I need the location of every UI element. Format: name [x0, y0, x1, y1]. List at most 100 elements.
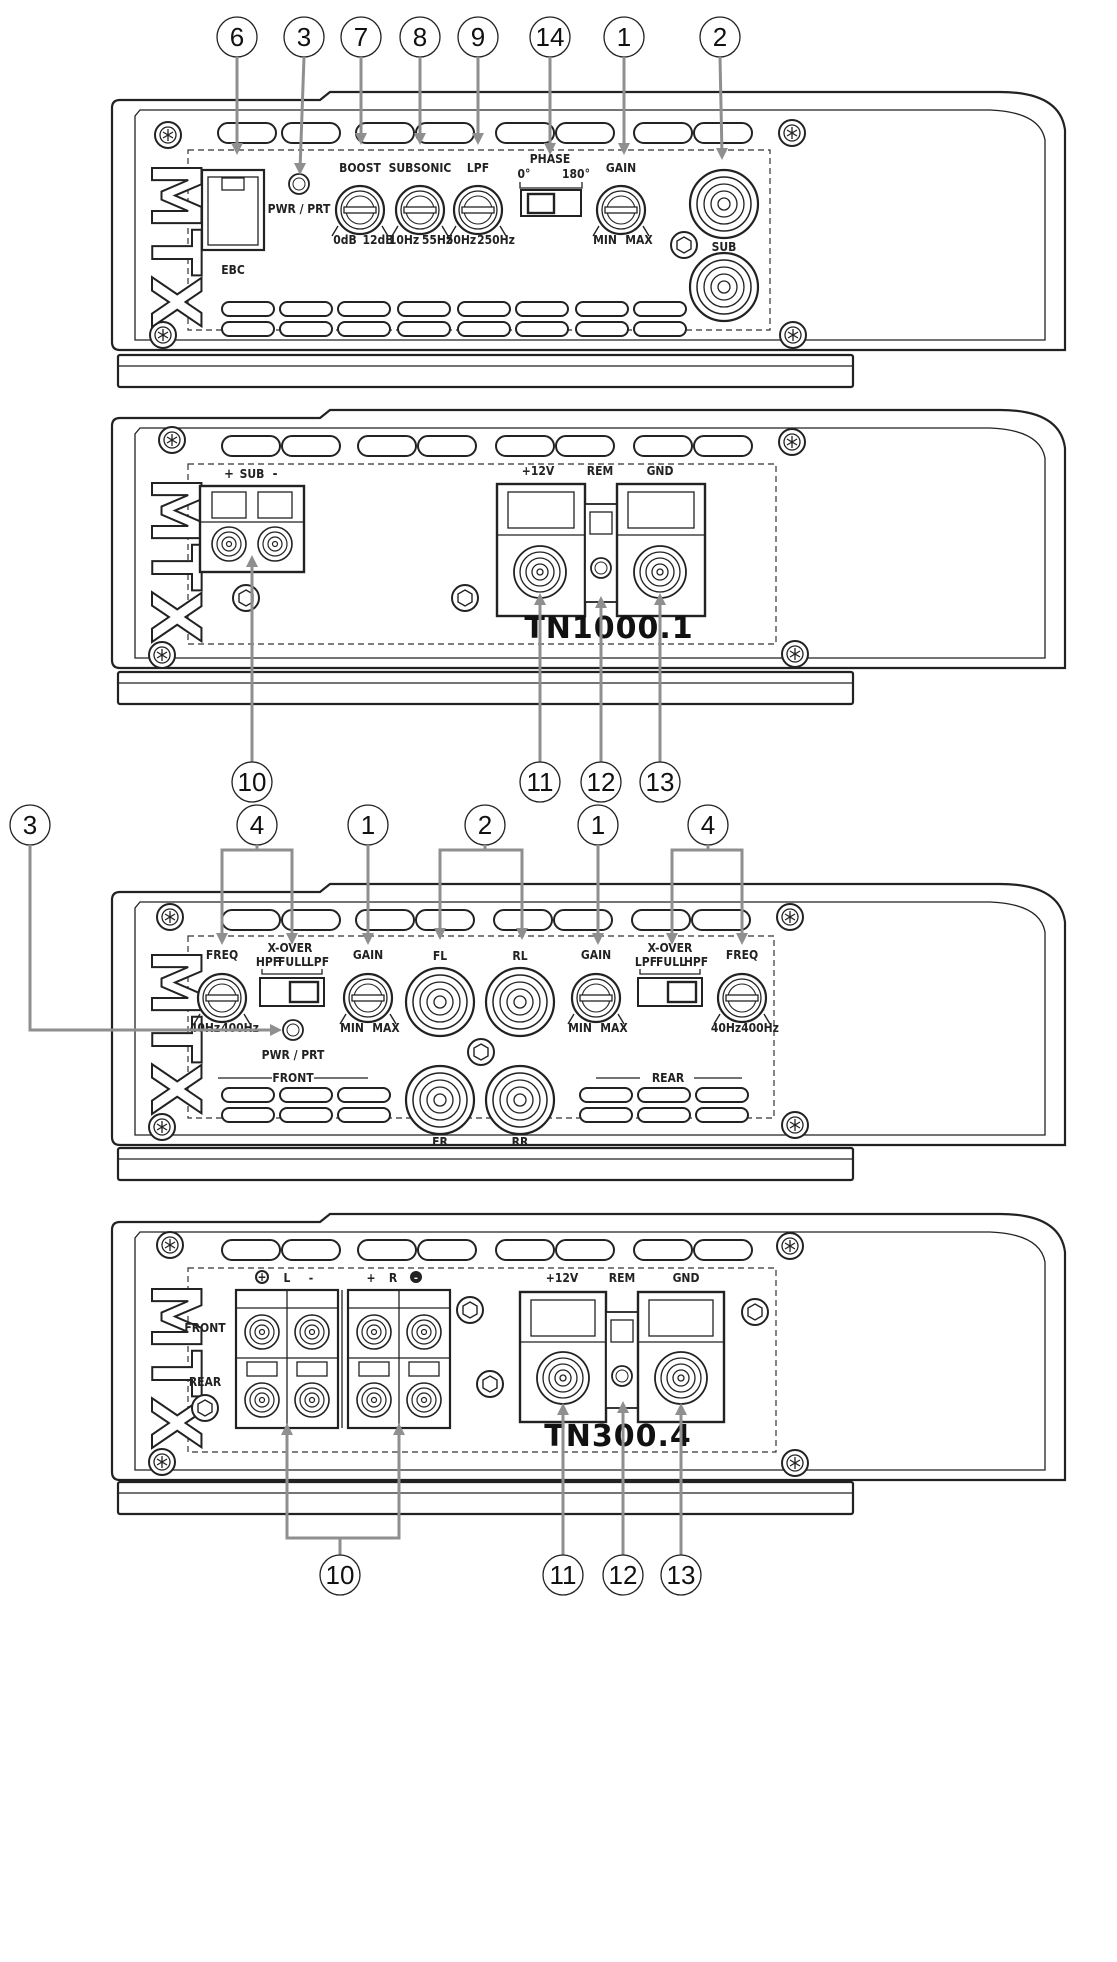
svg-text:HPF: HPF — [256, 955, 280, 969]
svg-text:FRONT: FRONT — [272, 1071, 314, 1085]
vent-slots-left-p3 — [221, 1087, 391, 1123]
svg-text:R: R — [389, 1271, 398, 1285]
svg-text:11: 11 — [527, 767, 554, 797]
svg-text:+: + — [257, 1270, 266, 1284]
svg-text:GAIN: GAIN — [353, 948, 383, 962]
callout-arrows-p4 — [281, 1401, 687, 1555]
pwr-prt-led: PWR / PRT — [268, 173, 331, 216]
svg-text:180°: 180° — [562, 167, 590, 181]
svg-text:12: 12 — [609, 1560, 638, 1590]
svg-text:13: 13 — [646, 767, 675, 797]
svg-text:10: 10 — [238, 767, 267, 797]
svg-text:PHASE: PHASE — [530, 152, 570, 166]
model-label-tn300: TN300.4 — [544, 1419, 691, 1454]
xover-switch-right: X-OVER LPF FULL HPF — [635, 941, 708, 1007]
ebc-label: EBC — [221, 263, 245, 277]
vent-slots-top-p4 — [221, 1239, 753, 1261]
svg-text:MAX: MAX — [625, 233, 653, 247]
vent-slots-top-p2 — [221, 435, 753, 457]
svg-text:LPF: LPF — [635, 955, 657, 969]
svg-text:10: 10 — [326, 1560, 355, 1590]
callout-6: 6 — [230, 22, 244, 52]
panel-tn1000-front: 6 3 7 8 9 14 1 2 — [110, 16, 1067, 389]
svg-text:1: 1 — [361, 810, 375, 840]
callout-14: 14 — [536, 22, 565, 52]
vent-slots-top-p1 — [217, 122, 753, 144]
sub-rca-inputs: SUB — [688, 168, 760, 323]
svg-text:+: + — [366, 1271, 375, 1285]
boost-knob: BOOST 0dB 12dB — [330, 161, 394, 247]
svg-text:FULL: FULL — [656, 955, 686, 969]
rca-inputs-4ch: FL RL FR RR — [404, 949, 556, 1149]
svg-text:SUB: SUB — [240, 467, 265, 481]
svg-text:RR: RR — [512, 1135, 529, 1149]
gain-knob-left: GAIN MIN MAX — [338, 948, 400, 1035]
svg-text:0°: 0° — [518, 167, 531, 181]
power-terminal-block-p2: +12V REM GND — [495, 464, 707, 618]
svg-text:X-OVER: X-OVER — [268, 941, 313, 955]
svg-text:12dB: 12dB — [363, 233, 394, 247]
svg-text:40Hz: 40Hz — [190, 1021, 220, 1035]
power-terminal-block-p4: +12V REM GND — [518, 1271, 726, 1424]
callout-2: 2 — [713, 22, 727, 52]
callout-row-p1: 6 3 7 8 9 14 1 2 — [216, 16, 741, 58]
svg-text:GND: GND — [647, 464, 674, 478]
phase-switch: PHASE 0° 180° — [518, 152, 590, 217]
svg-text:10Hz: 10Hz — [389, 233, 419, 247]
svg-text:HPF: HPF — [684, 955, 708, 969]
gain-knob-right: GAIN MIN MAX — [566, 948, 628, 1035]
svg-text:X-OVER: X-OVER — [648, 941, 693, 955]
ebc-remote-port: EBC — [200, 168, 266, 277]
svg-text:BOOST: BOOST — [339, 161, 381, 175]
callout-row-p2: 10 11 12 13 — [231, 761, 681, 803]
svg-text:-: - — [273, 467, 278, 482]
svg-text:REM: REM — [587, 464, 613, 478]
svg-text:GAIN: GAIN — [606, 161, 636, 175]
svg-text:4: 4 — [250, 810, 264, 840]
panel-tn300-front: 3 4 1 2 1 4 MTX FREQ — [9, 804, 1067, 1182]
front-section-label: FRONT — [218, 1071, 368, 1085]
callout-7: 7 — [354, 22, 368, 52]
model-label-tn1000: TN1000.1 — [524, 611, 693, 646]
svg-text:FR: FR — [432, 1135, 448, 1149]
svg-text:2: 2 — [478, 810, 492, 840]
svg-text:L: L — [284, 1271, 291, 1285]
svg-text:LPF: LPF — [307, 955, 329, 969]
callout-row-p3: 3 4 1 2 1 4 — [9, 804, 729, 846]
svg-text:3: 3 — [23, 810, 37, 840]
svg-text:4: 4 — [701, 810, 715, 840]
xover-switch-left: X-OVER HPF FULL LPF — [256, 941, 329, 1007]
vent-slots-bottom-p1 — [221, 301, 687, 337]
svg-text:1: 1 — [591, 810, 605, 840]
svg-text:13: 13 — [667, 1560, 696, 1590]
svg-text:FREQ: FREQ — [206, 948, 238, 962]
subsonic-knob: SUBSONIC 10Hz 55Hz — [389, 161, 453, 247]
svg-text:12: 12 — [587, 767, 616, 797]
callout-arrows-p1 — [231, 56, 728, 175]
svg-text:50Hz: 50Hz — [446, 233, 476, 247]
callout-3: 3 — [297, 22, 311, 52]
svg-text:MAX: MAX — [372, 1021, 400, 1035]
svg-text:GND: GND — [673, 1271, 700, 1285]
speaker-terminal-header: + L - + R - — [255, 1270, 422, 1285]
callout-row-p4: 10 11 12 13 — [319, 1554, 702, 1596]
svg-text:-: - — [414, 1273, 418, 1284]
svg-text:PWR / PRT: PWR / PRT — [262, 1048, 325, 1062]
svg-text:0dB: 0dB — [333, 233, 356, 247]
mtx-logo: MTX — [135, 949, 214, 1115]
lpf-knob: LPF 50Hz 250Hz — [446, 161, 515, 247]
svg-text:+12V: +12V — [522, 464, 555, 478]
svg-text:-: - — [309, 1271, 313, 1285]
pwr-prt-label: PWR / PRT — [268, 202, 331, 216]
svg-text:SUB: SUB — [712, 240, 737, 254]
svg-text:MIN: MIN — [568, 1021, 592, 1035]
freq-knob-right: FREQ 40Hz 400Hz — [711, 948, 779, 1035]
gain-knob-p1: GAIN MIN MAX — [591, 161, 653, 247]
rear-section-label: REAR — [596, 1071, 742, 1085]
row-label-rear: REAR — [189, 1375, 222, 1389]
callout-9: 9 — [471, 22, 485, 52]
callout-arrows-p2 — [246, 555, 666, 762]
vent-slots-right-p3 — [579, 1087, 749, 1123]
pwr-prt-led-4ch: PWR / PRT — [262, 1019, 325, 1062]
